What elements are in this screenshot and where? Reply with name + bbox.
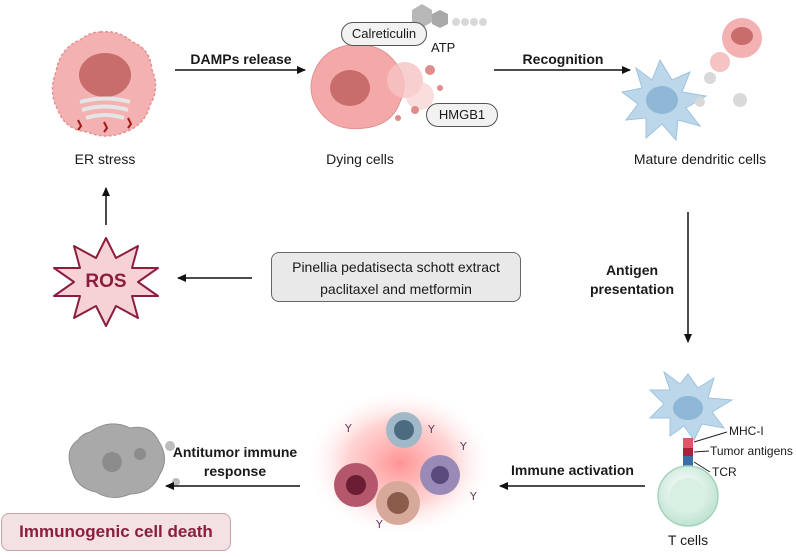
label-tcr: TCR [712, 465, 737, 479]
hmgb1-pill: HMGB1 [426, 103, 498, 127]
label-recognition: Recognition [522, 51, 604, 67]
label-er-stress: ER stress [74, 151, 136, 167]
cell-debris-icon [68, 423, 180, 498]
mhc-marker [683, 438, 693, 448]
treatment-line-1: Pinellia pedatisecta schott extract [292, 259, 500, 275]
immune-cell-cluster-icon: Y Y Y Y Y [305, 388, 495, 538]
calreticulin-pill: Calreticulin [341, 22, 427, 46]
label-antitumor-immune: Antitumor immune [172, 444, 298, 460]
label-t-cells: T cells [667, 532, 709, 548]
label-presentation: presentation [589, 281, 674, 297]
svg-text:Y: Y [459, 440, 467, 453]
ros-label: ROS [85, 271, 127, 292]
label-atp: ATP [431, 40, 456, 55]
svg-text:Y: Y [375, 518, 383, 531]
antigen-marker [683, 448, 693, 456]
label-dying-cells: Dying cells [326, 151, 394, 167]
er-stress-cell-icon [51, 30, 157, 137]
label-mature-dendritic-cells: Mature dendritic cells [633, 151, 767, 167]
svg-text:Y: Y [469, 490, 477, 503]
treatment-line-2: paclitaxel and metformin [320, 281, 472, 297]
treatment-box: Pinellia pedatisecta schott extract pacl… [271, 252, 521, 302]
atp-molecule-icon [412, 4, 487, 28]
label-mhc-i: MHC-I [729, 424, 764, 438]
label-tumor-antigens: Tumor antigens [710, 444, 793, 458]
t-cell-synapse-icon [648, 370, 734, 527]
svg-text:Y: Y [427, 423, 435, 436]
label-response: response [203, 463, 267, 479]
tcr-marker [683, 456, 693, 466]
ros-starburst-icon [53, 237, 159, 327]
svg-text:Y: Y [344, 422, 352, 435]
dying-cell-icon [310, 44, 443, 130]
label-immune-activation: Immune activation [511, 462, 634, 478]
mature-dendritic-cell-icon [620, 18, 762, 142]
label-damps-release: DAMPs release [190, 51, 292, 67]
immunogenic-cell-death-badge: Immunogenic cell death [1, 513, 231, 551]
label-antigen: Antigen [605, 262, 659, 278]
